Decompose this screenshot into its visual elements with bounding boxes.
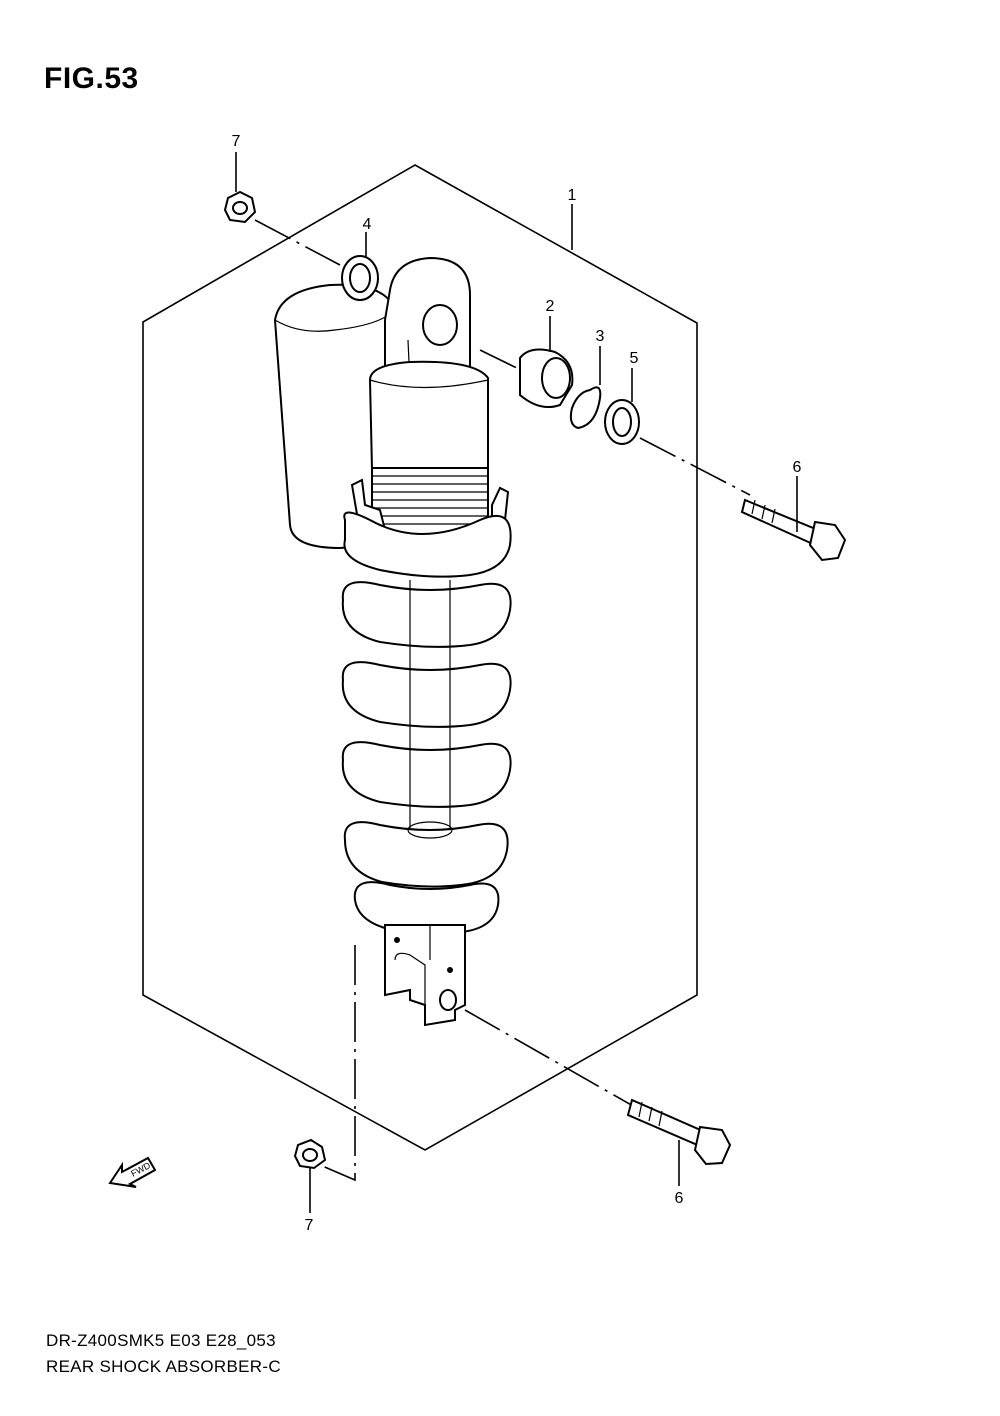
bolt-lower <box>626 1098 732 1166</box>
assembly-outline <box>142 164 698 1151</box>
callout-3: 3 <box>596 328 605 345</box>
coil-spring <box>341 511 512 935</box>
callout-6-top: 6 <box>793 459 802 476</box>
forward-arrow-icon: FWD <box>108 1156 157 1188</box>
diagram-code: DR-Z400SMK5 E03 E28_053 <box>46 1331 276 1350</box>
damper-body <box>368 360 489 471</box>
lower-nut-axis <box>319 945 356 1182</box>
washer-4 <box>341 255 379 301</box>
washer-5 <box>604 399 640 445</box>
callout-7-top: 7 <box>232 133 241 150</box>
lower-bolt-axis <box>464 1009 641 1111</box>
circlip-3 <box>569 386 602 430</box>
bolt-upper <box>740 498 847 562</box>
callout-6-bottom: 6 <box>675 1190 684 1207</box>
callout-4: 4 <box>363 216 372 233</box>
callout-5: 5 <box>630 350 639 367</box>
callout-7-bottom: 7 <box>305 1217 314 1234</box>
lower-clevis <box>384 924 466 1027</box>
figure-title: FIG.53 <box>44 62 139 95</box>
leader-lines <box>235 152 798 1213</box>
threaded-section <box>371 467 489 539</box>
callout-2: 2 <box>546 298 555 315</box>
flange-nut-bottom <box>293 1138 327 1170</box>
diagram-name: REAR SHOCK ABSORBER-C <box>46 1357 281 1376</box>
upper-bolt-axis <box>254 219 751 496</box>
collar-2 <box>519 348 574 408</box>
callout-1: 1 <box>568 187 577 204</box>
flange-nut-top <box>223 190 257 224</box>
